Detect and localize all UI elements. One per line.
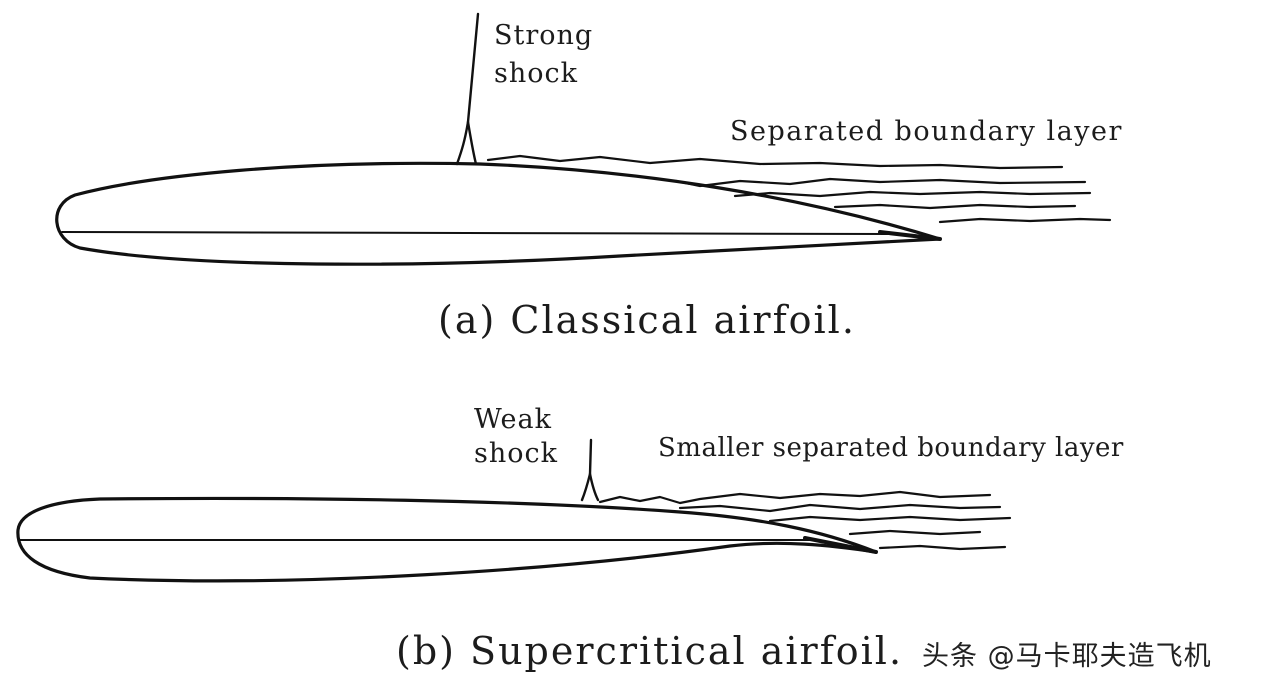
smaller-boundary-layer-label: Smaller separated boundary layer (658, 433, 1124, 463)
strong-shock-label-line2: shock (494, 58, 578, 89)
classical-chord-line (61, 231, 891, 235)
classical-trailing-edge (878, 230, 942, 241)
separated-boundary-layer-wake (486, 154, 1112, 224)
watermark-text: 头条 @马卡耶夫造飞机 (922, 641, 1212, 672)
classical-airfoil-caption: (a) Classical airfoil. (438, 298, 856, 342)
classical-airfoil-outline (55, 161, 942, 266)
smaller-boundary-layer-wake (598, 490, 1012, 551)
weak-shock-label-line2: shock (474, 438, 558, 469)
separated-boundary-layer-label: Separated boundary layer (730, 116, 1123, 147)
supercritical-airfoil-outline (16, 496, 878, 583)
weak-shock-label-line1: Weak (474, 404, 552, 435)
weak-shock-line (580, 438, 600, 502)
supercritical-trailing-edge (803, 536, 878, 554)
classical-airfoil (55, 161, 942, 266)
strong-shock-line (455, 12, 480, 166)
supercritical-airfoil (16, 496, 878, 583)
supercritical-airfoil-caption: (b) Supercritical airfoil. (396, 629, 904, 673)
strong-shock-label-line1: Strong (494, 20, 594, 51)
